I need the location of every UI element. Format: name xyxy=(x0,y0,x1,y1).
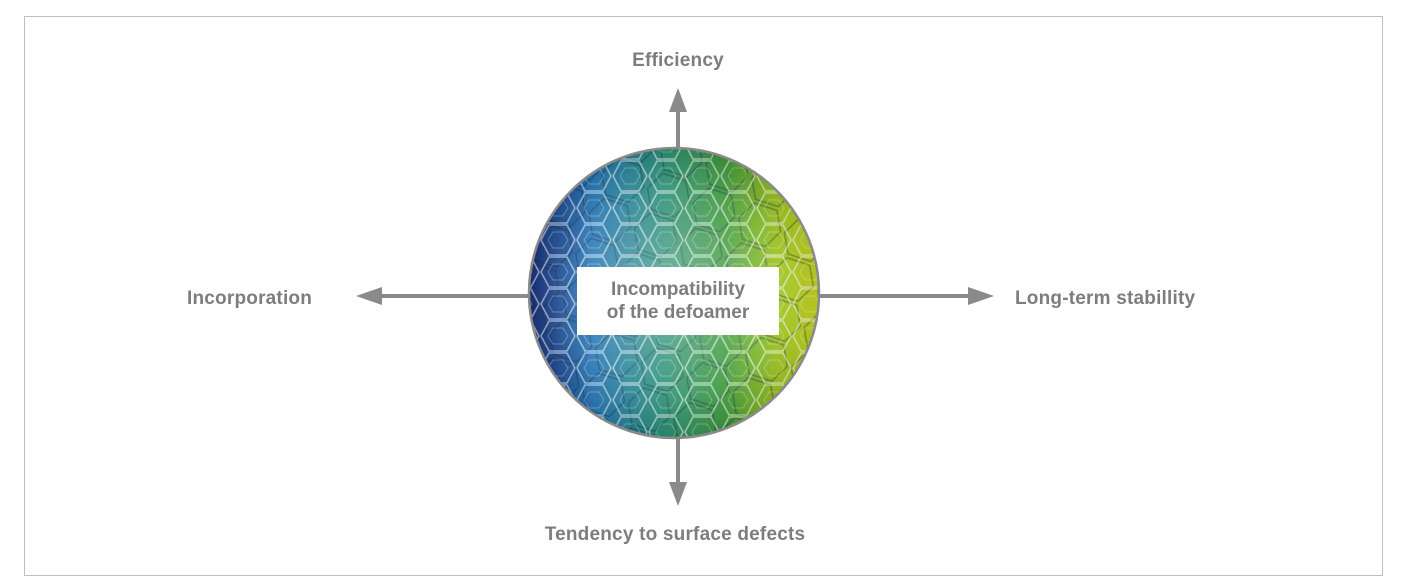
arrow-down xyxy=(669,430,687,506)
axis-label-top: Efficiency xyxy=(632,50,724,71)
center-label-line-1: Incompatibility xyxy=(610,279,746,300)
arrow-right xyxy=(815,287,994,305)
axis-label-left: Incorporation xyxy=(187,288,313,309)
arrow-left xyxy=(356,287,535,305)
axis-label-bottom: Tendency to surface defects xyxy=(544,524,806,545)
foam-circle-border xyxy=(527,146,821,440)
center-label-box: Incompatibility of the defoamer xyxy=(577,267,779,335)
center-label-line-2: of the defoamer xyxy=(606,302,750,323)
axis-label-right: Long-term stabillity xyxy=(1015,288,1196,309)
